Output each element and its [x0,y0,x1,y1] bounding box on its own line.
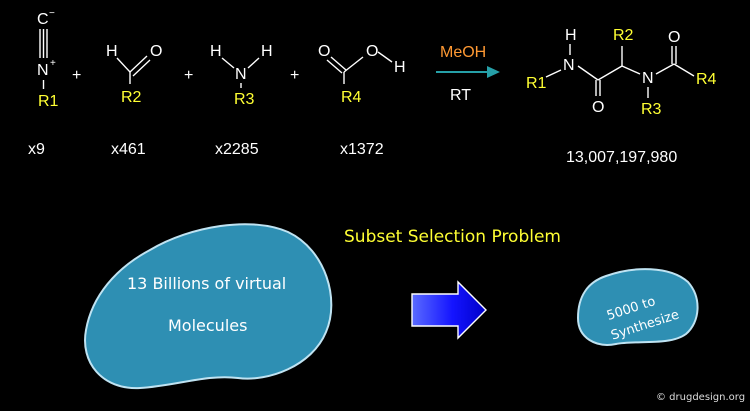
product-r2-group: R2 [613,27,634,44]
amine-structure: H N H R3 [210,43,273,108]
bond-line [377,51,393,63]
bond-line [129,55,148,73]
aldehyde-oxygen: O [150,43,162,60]
bond-line [330,56,347,71]
bond-line [247,57,260,69]
copyright-notice: © drugdesign.org [656,392,745,403]
product-oxygen-1: O [592,99,604,116]
bond-line [655,63,675,75]
acid-hydrogen: H [394,59,406,76]
bond-line [673,63,695,77]
plus-sign-3: + [290,67,299,84]
product-r4-group: R4 [696,71,717,88]
virtual-library-line-2: Molecules [168,316,247,335]
bond-line [326,59,343,74]
isocyanide-r1-group: R1 [38,93,59,110]
virtual-library-blob [84,223,333,390]
aldehyde-structure: H O R2 [106,43,162,106]
bond-line [597,65,623,81]
amine-hydrogen-1: H [210,43,222,60]
bond-line [116,57,131,73]
isocyanide-nitrogen: N [37,62,49,79]
reaction-arrow-head [487,66,500,78]
product-r1-group: R1 [526,75,547,92]
bond-line [221,57,235,69]
aldehyde-hydrogen: H [106,43,118,60]
bond-line [343,56,364,73]
product-oxygen-2: O [668,29,680,46]
acid-hydroxyl-oxygen: O [366,43,378,60]
amine-r3-group: R3 [234,91,255,108]
plus-sign-1: + [72,67,81,84]
bond-line [621,65,641,75]
isocyanide-carbon: C [37,11,49,28]
acid-count: x1372 [340,141,384,158]
bond-line [577,65,599,81]
amine-nitrogen: N [235,66,247,83]
product-structure: R1 N H O R2 N R3 O R4 [526,27,717,118]
virtual-library-line-1: 13 Billions of virtual [127,274,286,293]
carboxylic-acid-structure: O O H R4 [318,43,406,106]
isocyanide-nitrogen-charge: + [50,58,56,69]
temperature-label: RT [450,87,471,104]
plus-sign-2: + [184,67,193,84]
product-r3-group: R3 [641,101,662,118]
amine-count: x2285 [215,141,259,158]
aldehyde-r2-group: R2 [121,89,142,106]
solvent-label: MeOH [440,44,486,61]
acid-r4-group: R4 [341,89,362,106]
bond-line [545,69,562,78]
isocyanide-count: x9 [28,141,45,158]
product-tertiary-nitrogen: N [642,70,654,87]
amine-hydrogen-2: H [261,43,273,60]
subset-blob [576,268,699,346]
selection-block-arrow [411,280,487,340]
isocyanide-carbon-charge: − [49,8,55,19]
acid-carbonyl-oxygen: O [318,43,330,60]
aldehyde-count: x461 [111,141,146,158]
problem-title: Subset Selection Problem [344,227,561,247]
product-count: 13,007,197,980 [566,149,677,166]
product-amide-nitrogen: N [563,57,575,74]
isocyanide-structure: C − N + R1 [37,8,59,110]
product-amide-hydrogen: H [565,27,577,44]
bond-line [132,59,151,77]
